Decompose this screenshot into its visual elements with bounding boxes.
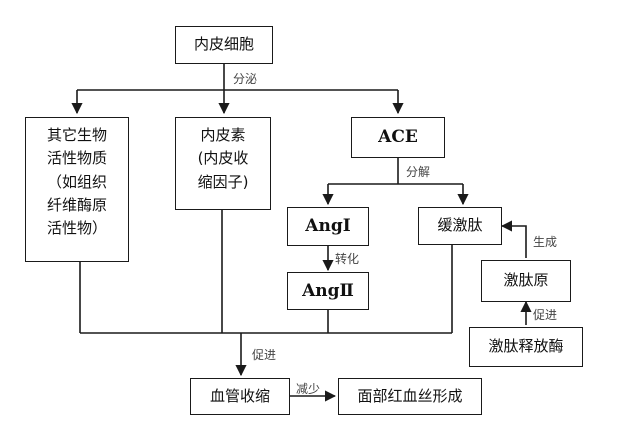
node-kininogen-text: 激肽原 xyxy=(503,271,549,290)
node-other-substances: 其它生物 活性物质 （如组织 纤维酶原 活性物） xyxy=(25,117,129,262)
edge-label-promote-vaso: 促进 xyxy=(252,348,277,362)
node-facial-erythema: 面部红血丝形成 xyxy=(338,378,482,415)
edge-label-convert: 转化 xyxy=(335,252,360,266)
node-ace-text: ACE xyxy=(378,127,418,148)
node-kininogen: 激肽原 xyxy=(481,260,571,302)
node-ang2-text: AngⅡ xyxy=(302,280,354,301)
edge-label-secrete: 分泌 xyxy=(233,72,258,86)
node-kallikrein-text: 激肽释放酶 xyxy=(488,337,564,356)
edge-label-promote-kininogen: 促进 xyxy=(533,308,558,322)
node-vasoconstriction: 血管收缩 xyxy=(190,378,290,415)
node-ang1-text: AngⅠ xyxy=(305,216,351,237)
node-endothelial-cell: 内皮细胞 xyxy=(175,26,273,64)
node-endothelin-text: 内皮素 (内皮收 缩因子) xyxy=(197,126,249,191)
edge-label-reduce: 减少 xyxy=(296,382,321,396)
node-ace: ACE xyxy=(351,117,445,158)
node-bradykinin: 缓激肽 xyxy=(418,207,502,245)
edge-label-decompose: 分解 xyxy=(406,165,431,179)
node-endothelin: 内皮素 (内皮收 缩因子) xyxy=(175,117,271,210)
edge-kininogen-to-bradykinin xyxy=(500,220,527,258)
node-ang1: AngⅠ xyxy=(287,207,369,246)
node-facial-erythema-text: 面部红血丝形成 xyxy=(357,386,463,405)
node-bradykinin-text: 缓激肽 xyxy=(437,216,483,235)
node-vasoconstriction-text: 血管收缩 xyxy=(209,386,270,405)
node-kallikrein: 激肽释放酶 xyxy=(469,327,583,367)
node-endothelial-cell-text: 内皮细胞 xyxy=(193,35,254,54)
node-ang2: AngⅡ xyxy=(287,272,369,310)
edge-label-generate: 生成 xyxy=(533,235,558,249)
node-other-substances-text: 其它生物 活性物质 （如组织 纤维酶原 活性物） xyxy=(46,126,107,237)
